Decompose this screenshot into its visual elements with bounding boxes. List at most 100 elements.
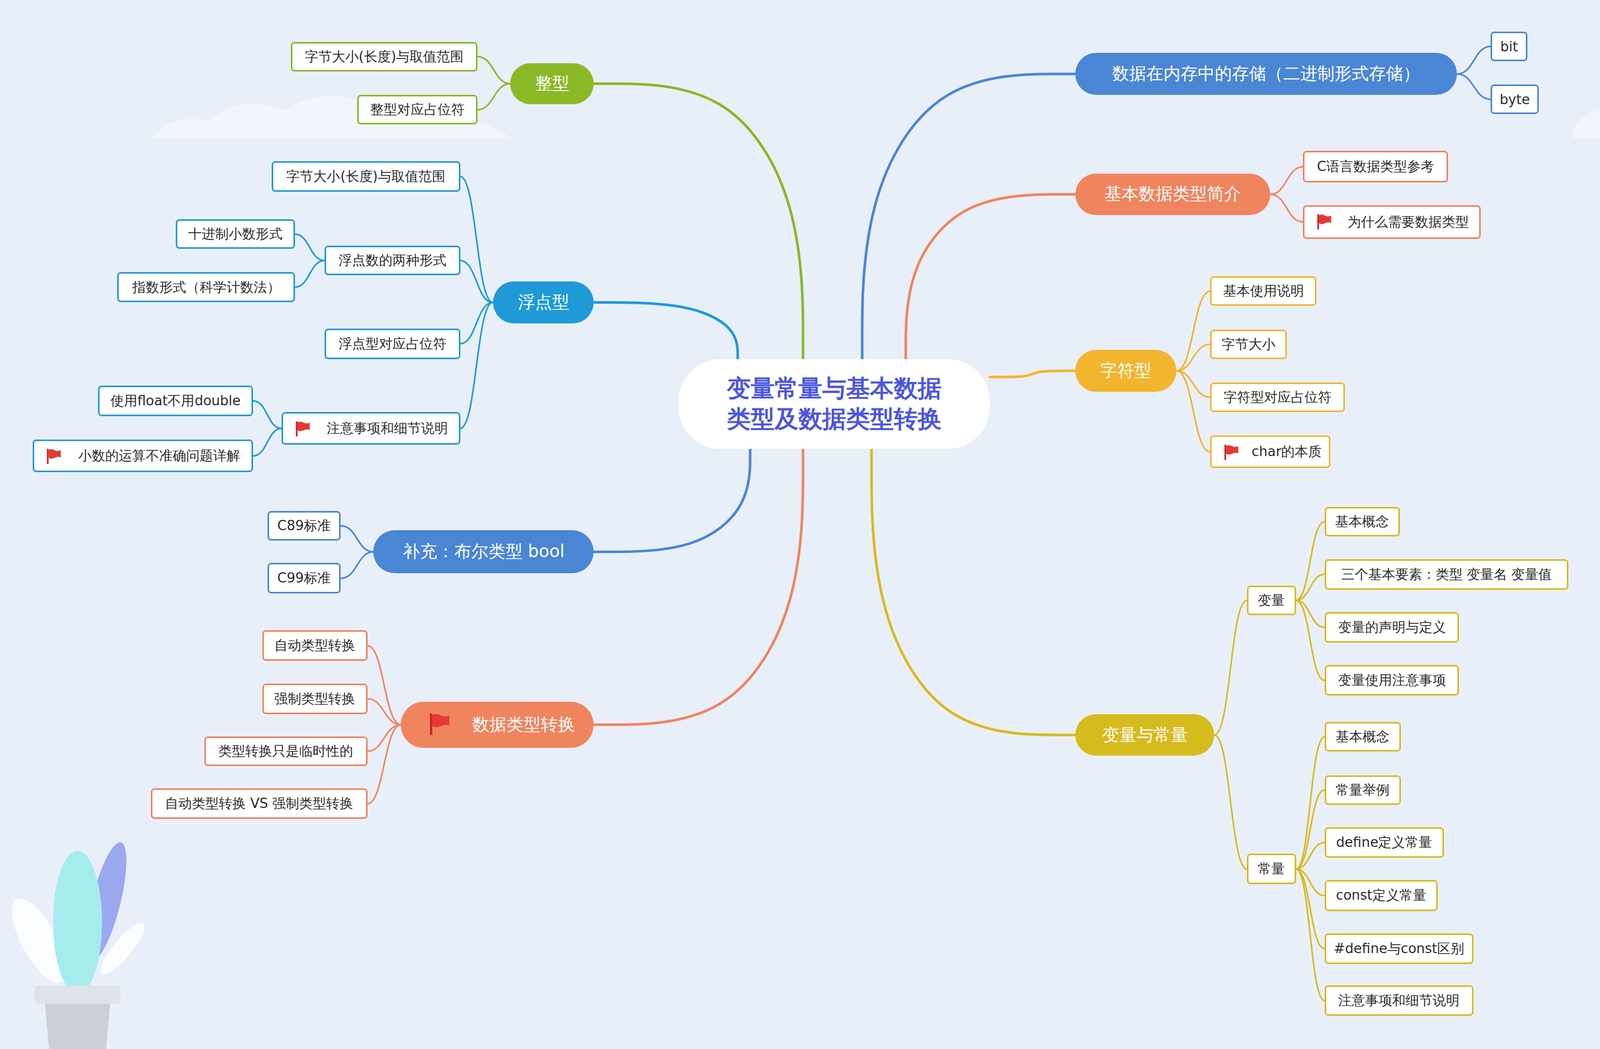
topic-text: const定义常量 — [1336, 886, 1427, 905]
subtopic-box: 为什么需要数据类型 — [1302, 205, 1481, 240]
branch-connector — [253, 400, 282, 429]
plant-leaf — [52, 850, 102, 994]
branch-connector — [1296, 574, 1325, 601]
branch-connector — [1456, 46, 1491, 75]
branch-connector — [340, 526, 374, 553]
branch-connector — [295, 234, 325, 261]
topic-text: C99标准 — [277, 569, 331, 588]
branch-connector — [295, 260, 325, 288]
subtopic-box: 基本使用说明 — [1210, 276, 1317, 306]
subtopic-box: 变量使用注意事项 — [1324, 665, 1460, 696]
branch-connector — [367, 724, 402, 805]
topic-text: 补充：布尔类型 bool — [402, 540, 565, 564]
topic-text: 常量举例 — [1335, 781, 1390, 800]
flag-icon — [46, 448, 61, 465]
subtopic-box: #define与const区别 — [1324, 933, 1474, 965]
subtopic-box: 浮点数的两种形式 — [324, 245, 461, 276]
topic-text: 浮点型 — [517, 290, 570, 315]
topic-text: 为什么需要数据类型 — [1347, 213, 1469, 232]
branch-topic: 变量与常量 — [1075, 714, 1215, 757]
subtopic-box: 字符型对应占位符 — [1210, 382, 1345, 413]
topic-text: 变量与常量 — [1102, 723, 1188, 748]
branch-topic: 字符型 — [1075, 349, 1177, 392]
branch-connector — [367, 698, 402, 725]
subtopic-box: 字节大小(长度)与取值范围 — [290, 41, 478, 72]
subtopic-box: 使用float不用double — [97, 385, 254, 417]
branch-connector — [593, 83, 803, 359]
subtopic-box: bit — [1490, 31, 1528, 62]
branch-connector — [1176, 291, 1211, 372]
subtopic-box: 十进制小数形式 — [175, 219, 296, 249]
topic-text: 注意事项和细节说明 — [326, 419, 448, 438]
branch-connector — [593, 448, 803, 725]
branch-connector — [1296, 737, 1325, 870]
branch-connector — [460, 260, 494, 303]
cloud-shape — [1571, 110, 1600, 138]
branch-connector — [460, 302, 494, 429]
subtopic-box: 强制类型转换 — [262, 683, 368, 715]
topic-text: 字节大小 — [1221, 335, 1276, 354]
topic-text: 变量使用注意事项 — [1338, 671, 1447, 690]
subtopic-box: 常量 — [1246, 853, 1296, 885]
branch-topic: 整型 — [510, 63, 594, 105]
topic-text: C语言数据类型参考 — [1316, 157, 1435, 176]
topic-text: bit — [1500, 38, 1519, 55]
branch-connector — [477, 56, 511, 84]
subtopic-box: 三个基本要素：类型 变量名 变量值 — [1324, 559, 1569, 591]
branch-connector — [1296, 790, 1325, 870]
branch-connector — [905, 194, 1076, 360]
topic-text: define定义常量 — [1336, 833, 1433, 852]
branch-connector — [477, 83, 511, 110]
topic-text: 浮点数的两种形式 — [338, 251, 447, 270]
topic-text: 强制类型转换 — [274, 690, 356, 709]
subtopic-box: define定义常量 — [1324, 827, 1444, 859]
subtopic-box: 整型对应占位符 — [357, 94, 478, 125]
branch-connector — [1456, 74, 1491, 100]
topic-text: 自动类型转换 VS 强制类型转换 — [164, 794, 354, 813]
topic-text: 字节大小(长度)与取值范围 — [286, 167, 445, 186]
topic-text: 基本数据类型简介 — [1104, 182, 1242, 206]
branch-connector — [871, 448, 1076, 736]
branch-connector — [1270, 166, 1303, 195]
branch-topic: 基本数据类型简介 — [1075, 173, 1271, 216]
topic-text: 数据类型转换 — [472, 713, 575, 737]
subtopic-box: 自动类型转换 — [262, 630, 368, 662]
topic-text: 注意事项和细节说明 — [1338, 991, 1460, 1010]
topic-text: 基本概念 — [1335, 727, 1390, 747]
subtopic-box: 基本概念 — [1324, 722, 1402, 752]
topic-text: 常量 — [1257, 860, 1285, 879]
branch-connector — [1176, 344, 1211, 371]
branch-connector — [1270, 194, 1303, 222]
topic-text: 变量的声明与定义 — [1338, 618, 1447, 637]
topic-text: 变量常量与基本数据 类型及数据类型转换 — [709, 373, 959, 435]
topic-text: 整型对应占位符 — [370, 100, 465, 119]
topic-text: 十进制小数形式 — [188, 225, 283, 244]
plant-pot — [45, 1004, 111, 1049]
flag-icon — [429, 713, 449, 736]
branch-connector — [253, 428, 282, 457]
topic-text: 类型转换只是临时性的 — [218, 742, 354, 761]
subtopic-box: 基本概念 — [1324, 507, 1401, 537]
branch-connector — [1214, 600, 1247, 736]
subtopic-box: 指数形式（科学计数法） — [117, 272, 295, 302]
branch-connector — [340, 552, 374, 579]
branch-topic: 数据在内存中的存储（二进制形式存储） — [1075, 52, 1457, 95]
topic-text: 字符型 — [1100, 359, 1152, 383]
topic-text: 自动类型转换 — [274, 636, 356, 655]
topic-text: char的本质 — [1251, 442, 1322, 461]
branch-topic: 浮点型 — [493, 281, 595, 324]
topic-text: 基本使用说明 — [1223, 282, 1304, 301]
branch-connector — [593, 448, 750, 553]
branch-connector — [989, 370, 1076, 377]
subtopic-box: 浮点型对应占位符 — [324, 328, 461, 360]
branch-connector — [593, 302, 738, 360]
subtopic-box: C89标准 — [267, 511, 342, 541]
topic-text: 基本概念 — [1335, 512, 1389, 531]
flag-icon — [1224, 444, 1239, 461]
subtopic-box: 变量的声明与定义 — [1324, 612, 1460, 643]
branch-connector — [460, 176, 494, 303]
subtopic-box: 字节大小(长度)与取值范围 — [271, 161, 461, 192]
flag-icon — [1317, 214, 1332, 230]
topic-text: 字符型对应占位符 — [1223, 388, 1332, 407]
